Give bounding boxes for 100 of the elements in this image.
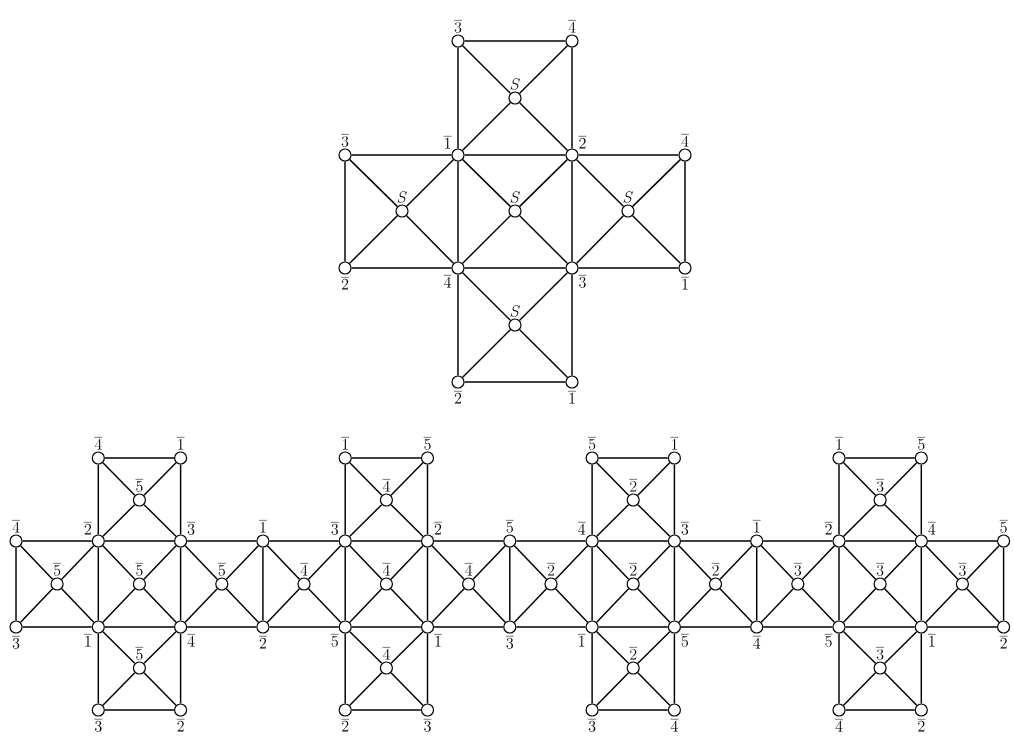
edge-line [21, 540, 93, 542]
vertex-label: $\overline{3}$ [330, 522, 339, 535]
vertex-label: $\overline{4}$ [670, 719, 679, 732]
vertex-label: $\overline{3}$ [588, 719, 596, 732]
edge-line [577, 154, 680, 156]
edge-line [179, 632, 182, 705]
vertex-label: $S$ [397, 191, 407, 203]
edge-line [513, 545, 548, 580]
vertex-label: $\overline{2}$ [434, 522, 442, 535]
vertex-label: $\overline{1}$ [927, 634, 936, 647]
vertex-label: $\overline{3}$ [505, 636, 514, 649]
edge-line [637, 588, 671, 623]
vertex-label: $\overline{1}$ [259, 520, 267, 533]
edge-line [268, 540, 340, 542]
edge-line [390, 671, 424, 706]
vertex-label: $\overline{5}$ [217, 563, 226, 576]
vertex-label: $\overline{3}$ [94, 719, 103, 732]
vertex-label: $\overline{4}$ [187, 634, 195, 647]
vertex-label: $\overline{2}$ [259, 636, 267, 649]
vertex-label: $\overline{5}$ [135, 563, 144, 576]
edge-line [457, 273, 459, 377]
edge-line [463, 381, 567, 383]
edge-line [801, 588, 836, 623]
edge-line [344, 546, 346, 622]
edge-line [844, 626, 916, 628]
edge-line [461, 271, 512, 322]
vertex-label: $\overline{3}$ [187, 522, 195, 535]
edge-line [920, 632, 923, 705]
edge-line [509, 546, 511, 622]
edge-line [266, 588, 301, 623]
edge-line [97, 463, 100, 536]
edge-line [143, 588, 177, 623]
vertex-label: $\overline{5}$ [135, 647, 144, 660]
edge-line [433, 540, 504, 542]
vertex-label: $\overline{4}$ [752, 636, 761, 649]
edge-line [461, 328, 512, 379]
edge-line [842, 671, 877, 706]
edge-line [920, 463, 923, 536]
vertex-label: $S$ [510, 191, 520, 203]
edge-line [431, 545, 465, 580]
vertex-label: $\overline{1}$ [176, 437, 185, 450]
vertex-label: $\overline{1}$ [568, 391, 576, 404]
vertex-label: $\overline{2}$ [176, 719, 185, 732]
edge-line [883, 588, 918, 623]
edge-line [571, 46, 573, 150]
edge-line [262, 546, 264, 622]
vertex-label: $\overline{1}$ [670, 437, 679, 450]
edge-line [1002, 546, 1005, 622]
edge-line [597, 709, 669, 711]
edge-line [518, 328, 569, 379]
edge-line [350, 267, 453, 269]
edge-line [762, 626, 834, 628]
vertex-label: $\overline{5}$ [423, 437, 432, 450]
edge-line [637, 671, 671, 706]
vertex-label: $\overline{3}$ [12, 636, 20, 649]
vertex-label: $\overline{2}$ [629, 563, 638, 576]
vertex-label: $\overline{5}$ [824, 634, 833, 647]
edge-line [104, 709, 175, 711]
vertex-label: $\overline{4}$ [94, 437, 103, 450]
vertex-label: $\overline{3}$ [423, 719, 432, 732]
edge-line [631, 214, 682, 265]
edge-line [102, 545, 136, 580]
edge-line [597, 457, 669, 459]
edge-line [925, 588, 959, 623]
edge-line [801, 545, 836, 580]
edge-line [268, 626, 340, 628]
edge-line [680, 626, 751, 628]
vertex-label: $\overline{5}$ [999, 520, 1008, 533]
edge-line [225, 545, 260, 580]
edge-line [143, 461, 177, 496]
vertex-label: $\overline{3}$ [958, 563, 967, 576]
edge-line [472, 588, 506, 623]
edge-line [433, 626, 504, 628]
vertex-label: $\overline{2}$ [711, 563, 720, 576]
edge-line [349, 671, 383, 706]
vertex-label: $\overline{2}$ [999, 636, 1008, 649]
edge-line [966, 588, 1000, 623]
edge-line [390, 545, 424, 580]
edge-line [104, 626, 175, 628]
edge-line [179, 463, 182, 536]
edge-line [597, 626, 669, 628]
vertex-label: $\overline{2}$ [454, 391, 462, 404]
edge-line [884, 671, 918, 706]
vertex-label: $\overline{3}$ [454, 20, 462, 33]
vertex-label: $\overline{1}$ [577, 634, 586, 647]
edge-line [351, 540, 422, 542]
edge-line [595, 545, 630, 580]
edge-line [143, 630, 177, 665]
edge-line [842, 545, 877, 580]
edge-line [97, 632, 100, 705]
edge-line [102, 671, 136, 706]
vertex-label: $\overline{4}$ [443, 275, 452, 288]
edge-line [884, 503, 918, 538]
edge-line [884, 461, 918, 496]
edge-line [143, 545, 177, 580]
edge-line [184, 588, 218, 623]
edge-line [225, 588, 260, 623]
edge-line [102, 588, 136, 623]
edge-line [307, 588, 342, 623]
edge-line [966, 545, 1000, 580]
